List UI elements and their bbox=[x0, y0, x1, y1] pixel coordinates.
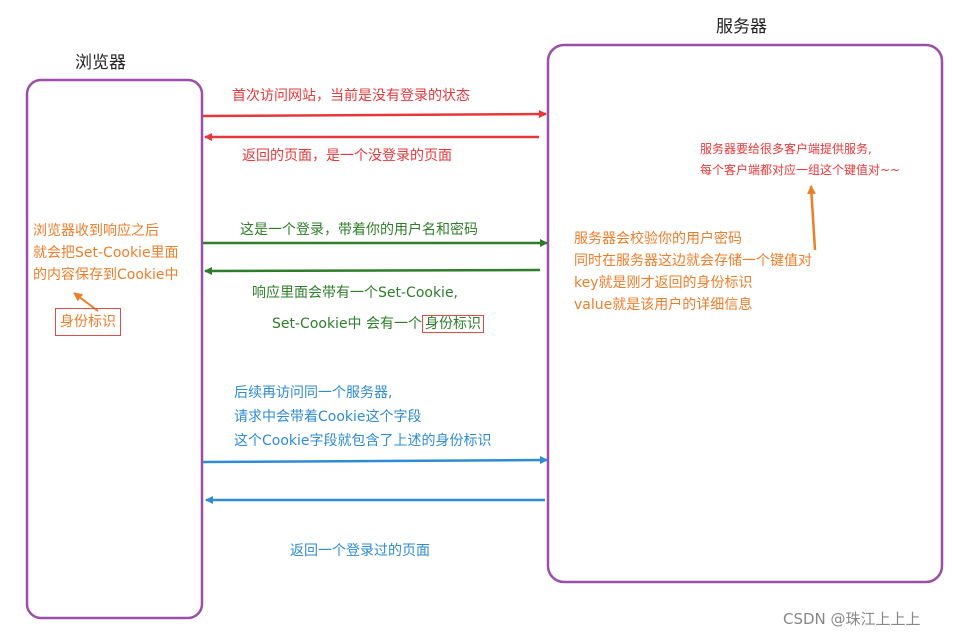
cookie-request-line: 后续再访问同一个服务器, bbox=[234, 385, 393, 401]
label-login-request: 这是一个登录，带着你的用户名和密码 bbox=[240, 222, 478, 238]
server-title: 服务器 bbox=[716, 17, 767, 37]
browser-title: 浏览器 bbox=[75, 53, 126, 73]
label-cookie-request: 后续再访问同一个服务器, 请求中会带着Cookie这个字段 这个Cookie字段… bbox=[234, 382, 492, 452]
browser-note: 浏览器收到响应之后 就会把Set-Cookie里面 的内容保存到Cookie中 bbox=[33, 220, 179, 286]
server-note: 服务器会校验你的用户密码 同时在服务器这边就会存储一个键值对 key就是刚才返回… bbox=[574, 228, 812, 316]
browser-note-line: 浏览器收到响应之后 bbox=[33, 223, 159, 239]
cookie-request-line: 这个Cookie字段就包含了上述的身份标识 bbox=[234, 433, 492, 449]
arrow-response-set-cookie bbox=[204, 266, 541, 275]
server-annotation-line: 每个客户端都对应一组这个键值对~~ bbox=[700, 163, 901, 177]
watermark: CSDN @珠江上上上 bbox=[783, 610, 921, 628]
browser-note-line: 就会把Set-Cookie里面 bbox=[33, 245, 179, 261]
cookie-request-line: 请求中会带着Cookie这个字段 bbox=[234, 409, 422, 425]
pointer-arrow-annotation bbox=[807, 185, 817, 251]
server-box bbox=[546, 43, 944, 584]
browser-box bbox=[25, 78, 204, 620]
server-note-line: key就是刚才返回的身份标识 bbox=[574, 275, 753, 291]
browser-token-box: 身份标识 bbox=[55, 308, 121, 336]
label-not-logged-in-page: 返回的页面，是一个没登录的页面 bbox=[242, 148, 452, 164]
server-annotation-line: 服务器要给很多客户端提供服务, bbox=[700, 142, 872, 156]
token-box-green: 身份标识 bbox=[422, 315, 485, 333]
label-set-cookie-prefix: Set-Cookie中 会有一个 bbox=[272, 316, 423, 332]
arrow-request-first-visit bbox=[202, 110, 547, 119]
browser-note-line: 的内容保存到Cookie中 bbox=[33, 267, 179, 283]
label-logged-in-page: 返回一个登录过的页面 bbox=[290, 543, 430, 559]
server-note-line: 同时在服务器这边就会存储一个键值对 bbox=[574, 253, 812, 269]
server-annotation: 服务器要给很多客户端提供服务, 每个客户端都对应一组这个键值对~~ bbox=[700, 139, 900, 181]
arrow-request-with-cookie bbox=[202, 456, 548, 465]
label-set-cookie-line2: Set-Cookie中 会有一个身份标识 bbox=[272, 313, 485, 335]
server-note-line: 服务器会校验你的用户密码 bbox=[574, 231, 742, 247]
label-set-cookie-line1: 响应里面会带有一个Set-Cookie, bbox=[252, 285, 459, 301]
label-first-visit: 首次访问网站，当前是没有登录的状态 bbox=[232, 88, 470, 104]
server-note-line: value就是该用户的详细信息 bbox=[574, 297, 753, 313]
